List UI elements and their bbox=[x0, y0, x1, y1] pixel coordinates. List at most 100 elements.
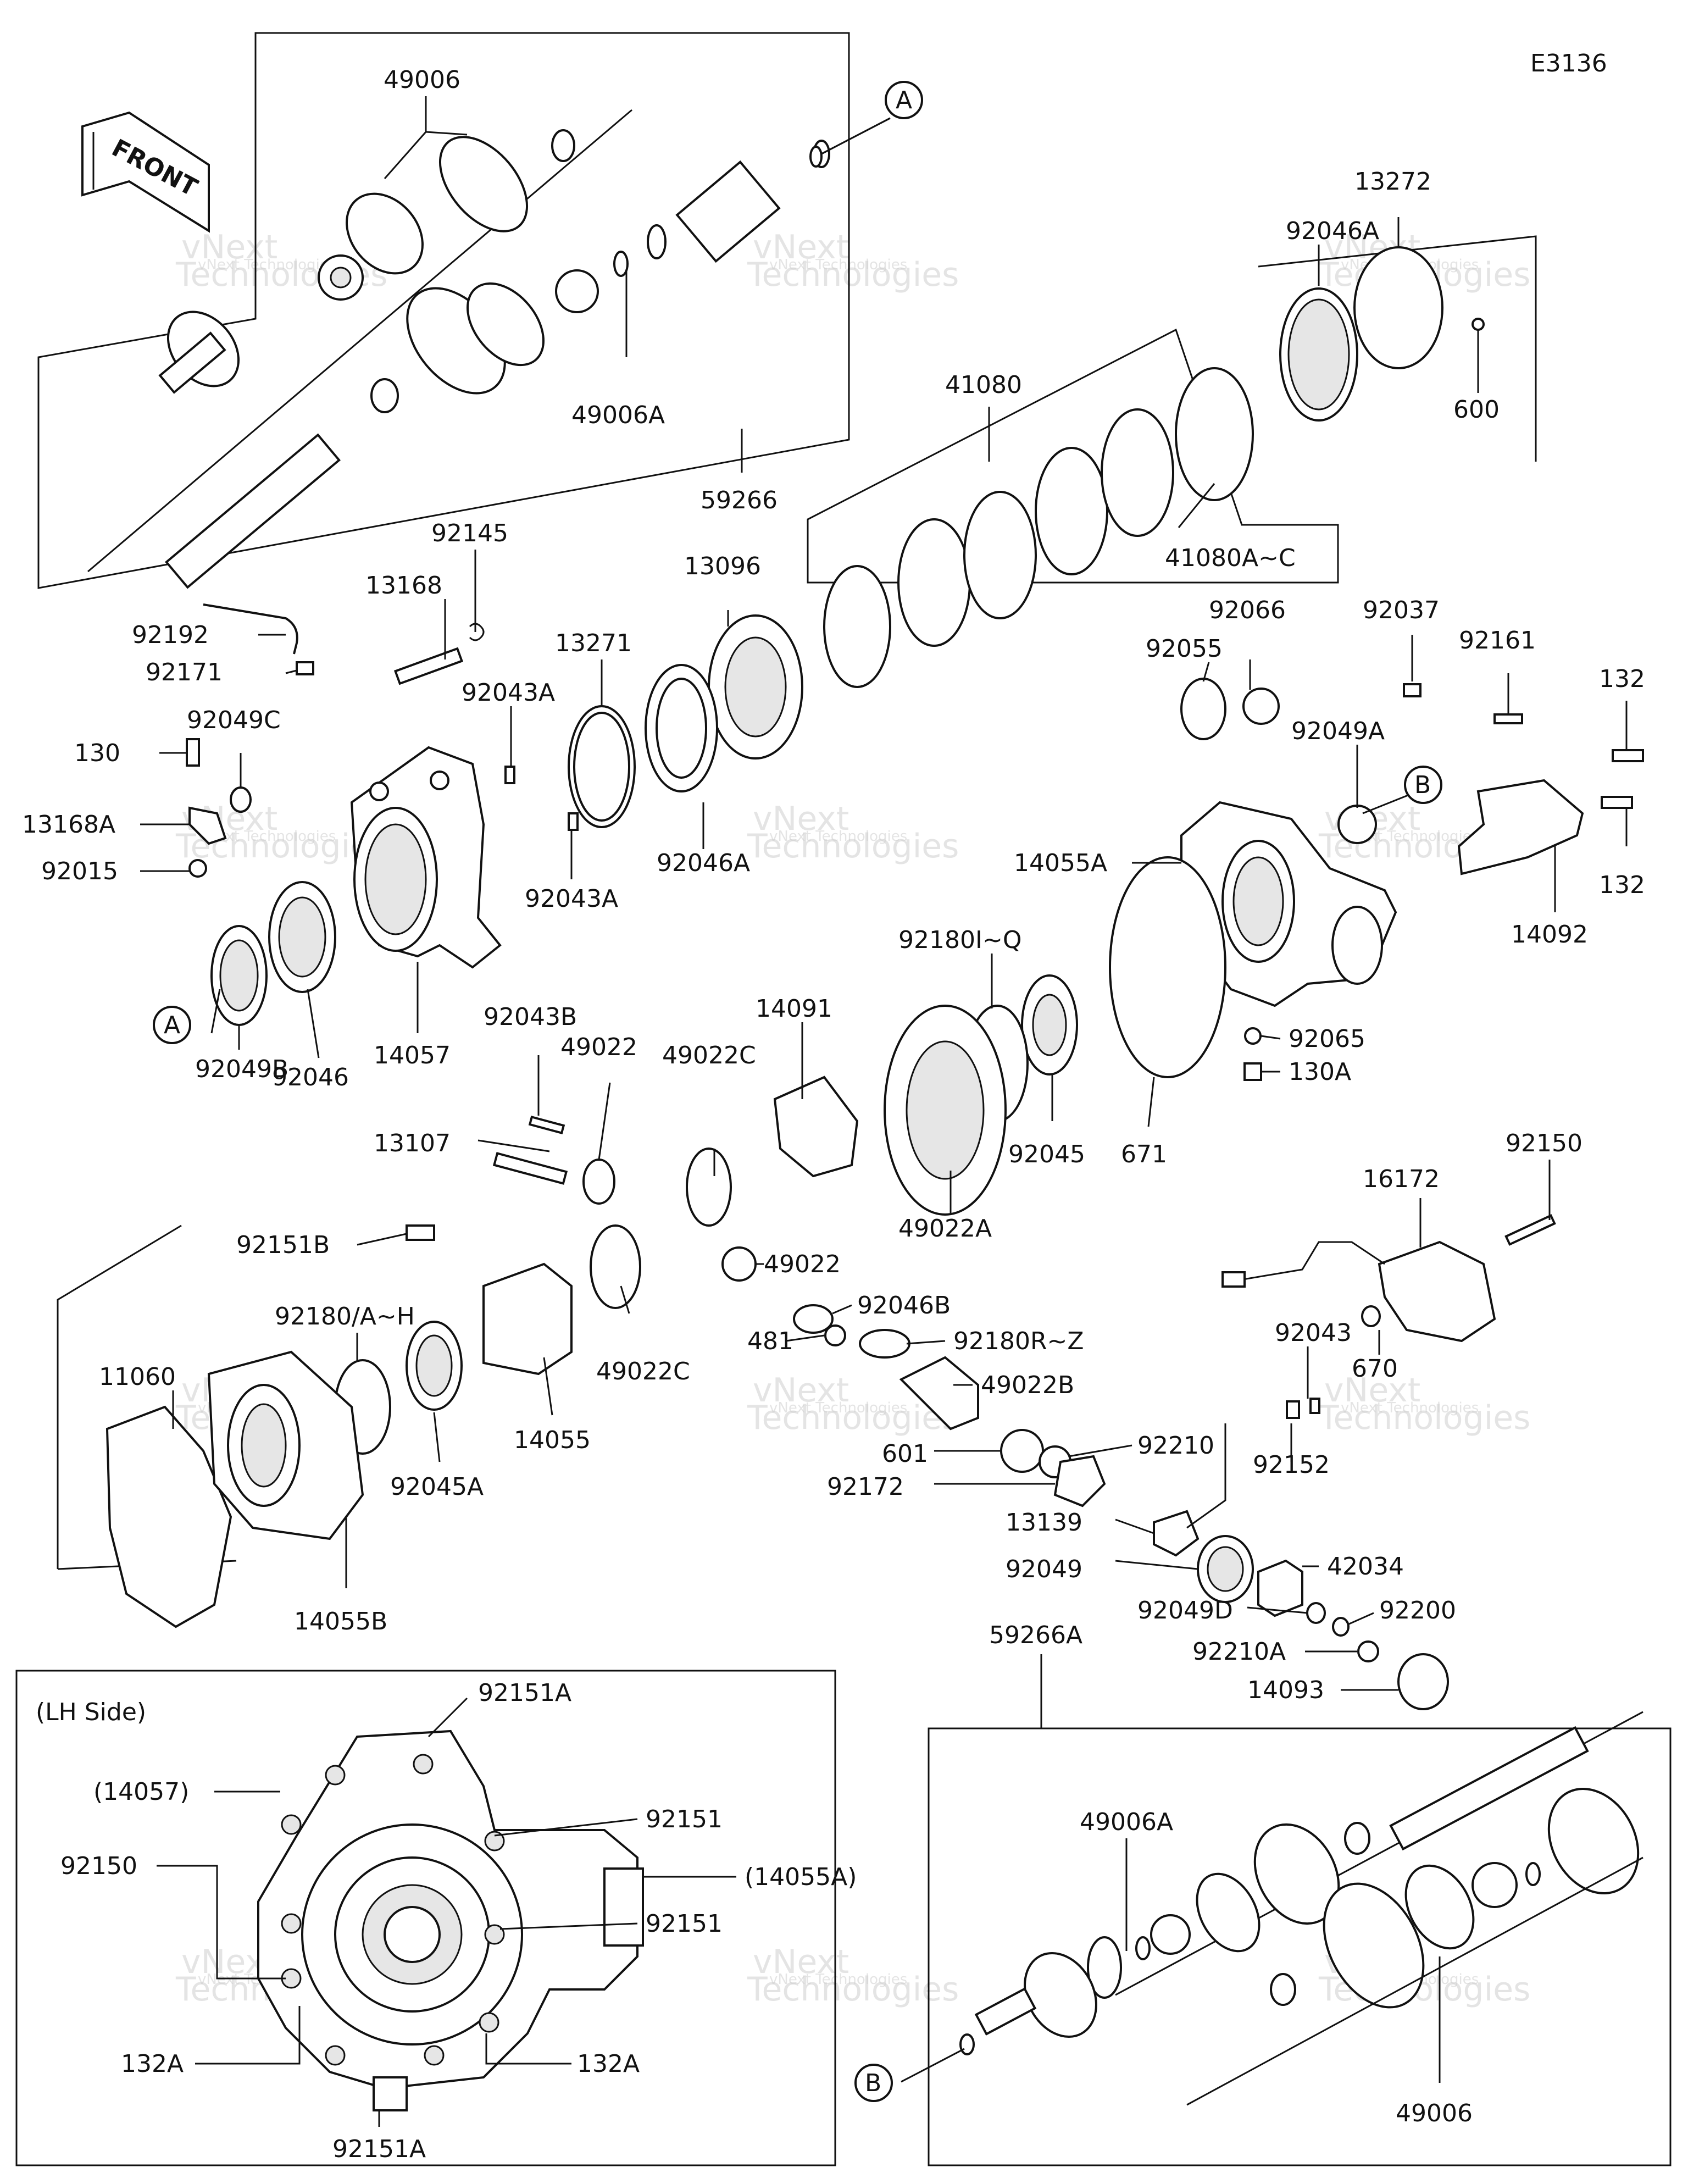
diff-case-14091 bbox=[773, 1076, 859, 1178]
part-label: 49022C bbox=[662, 1041, 756, 1069]
part-label: 671 bbox=[1121, 1140, 1167, 1168]
callout-a-left: A bbox=[153, 1006, 191, 1044]
watermark: Technologies bbox=[747, 256, 959, 294]
watermark: Technologies bbox=[1318, 1399, 1530, 1437]
callout-b-right: B bbox=[1404, 766, 1442, 804]
front-shaft-frame bbox=[37, 32, 850, 589]
leader-lines bbox=[140, 96, 1628, 2127]
part-label: 92151A bbox=[478, 1679, 571, 1707]
part-label: 49022 bbox=[764, 1250, 841, 1278]
part-label: 13096 bbox=[684, 552, 761, 580]
shim-92180R-Z bbox=[859, 1329, 910, 1359]
part-label: 92015 bbox=[41, 857, 118, 885]
part-label: 92180I~Q bbox=[898, 926, 1021, 954]
watermark: vNext bbox=[181, 228, 277, 267]
svg-text:B: B bbox=[1414, 771, 1431, 799]
lever-13168A bbox=[188, 806, 227, 845]
part-label: 132A bbox=[121, 2050, 184, 2078]
svg-text:B: B bbox=[865, 2069, 881, 2097]
part-label: 92065 bbox=[1289, 1025, 1365, 1053]
nut-92172 bbox=[1053, 1455, 1106, 1507]
clutch-housing-inner bbox=[724, 636, 787, 738]
actuator-connector bbox=[1221, 1271, 1246, 1288]
actuator-16172 bbox=[1378, 1240, 1496, 1343]
part-label: 13272 bbox=[1354, 168, 1431, 196]
bearing-ring-inner bbox=[1287, 298, 1350, 411]
bolt-92150 bbox=[1504, 1214, 1556, 1246]
part-label: 92151A bbox=[332, 2135, 426, 2163]
pin-92043 bbox=[1309, 1398, 1320, 1414]
o-ring-671 bbox=[1109, 856, 1226, 1078]
part-label: 14092 bbox=[1511, 921, 1588, 949]
seal-92055 bbox=[1180, 678, 1226, 740]
part-label: 14055B bbox=[294, 1607, 387, 1636]
part-label: 14091 bbox=[756, 995, 832, 1023]
part-label: 130 bbox=[74, 739, 120, 767]
case-14055B-frame bbox=[57, 1224, 182, 1569]
watermark: vNext Technologies bbox=[769, 828, 907, 845]
part-label: 92046A bbox=[657, 849, 750, 877]
part-label: 92180/A~H bbox=[275, 1302, 415, 1331]
part-label: 92049 bbox=[1006, 1555, 1082, 1583]
watermark: vNext Technologies bbox=[769, 1971, 907, 1988]
bolt-130A bbox=[1243, 1062, 1262, 1081]
part-label: 92172 bbox=[827, 1473, 904, 1501]
part-label: 49006 bbox=[1396, 2099, 1473, 2127]
front-direction-arrow: FRONT bbox=[81, 111, 210, 233]
gear-49022C-lower bbox=[590, 1224, 641, 1309]
part-label: 92210A bbox=[1192, 1638, 1286, 1666]
part-label: 92192 bbox=[132, 621, 209, 649]
part-label: 49006A bbox=[1080, 1808, 1173, 1836]
part-label: (14055A) bbox=[745, 1863, 857, 1891]
needle-bearing-inner bbox=[656, 678, 707, 779]
part-label: 92151B bbox=[236, 1231, 330, 1259]
part-label: 59266A bbox=[989, 1621, 1082, 1649]
part-label: 16172 bbox=[1363, 1165, 1440, 1193]
part-label: 92171 bbox=[146, 658, 223, 686]
watermark: vNext Technologies bbox=[769, 1400, 907, 1416]
part-label: 14055A bbox=[1014, 849, 1107, 877]
part-label: 11060 bbox=[99, 1363, 176, 1391]
spring-92145 bbox=[469, 623, 485, 641]
seal-92049C bbox=[230, 786, 252, 813]
cover-14092 bbox=[1457, 779, 1584, 875]
part-label: 92037 bbox=[1363, 596, 1440, 624]
part-label: 49006A bbox=[571, 401, 665, 429]
bearing-92046B bbox=[793, 1304, 834, 1334]
part-label: 14093 bbox=[1247, 1676, 1324, 1704]
pin-92043A bbox=[504, 766, 515, 784]
part-label: 49022B bbox=[981, 1371, 1074, 1399]
part-label: 600 bbox=[1453, 396, 1500, 424]
part-label: 92145 bbox=[431, 519, 508, 547]
part-label: 92046 bbox=[272, 1063, 349, 1091]
part-label: 41080 bbox=[945, 371, 1022, 399]
bearing-601 bbox=[1000, 1429, 1044, 1473]
part-label: 92049A bbox=[1291, 717, 1385, 745]
part-label: 92150 bbox=[60, 1852, 137, 1880]
watermark: vNext bbox=[753, 800, 849, 838]
bearing-92045A-inner bbox=[415, 1334, 453, 1397]
gasket-11060 bbox=[106, 1405, 232, 1628]
bolt-132-b bbox=[1601, 796, 1633, 809]
part-label: 92066 bbox=[1209, 596, 1286, 624]
part-label: 42034 bbox=[1327, 1553, 1404, 1581]
part-label: 92046B bbox=[857, 1291, 951, 1320]
gear-49022-lower bbox=[721, 1246, 757, 1282]
part-label: 92045A bbox=[390, 1473, 484, 1501]
bearing-92046-inner bbox=[278, 896, 326, 978]
ring-481 bbox=[824, 1324, 846, 1346]
part-label: 92151 bbox=[646, 1805, 723, 1833]
part-label: 130A bbox=[1289, 1058, 1351, 1086]
seal-92049-inner bbox=[1207, 1546, 1244, 1592]
shaft-13168 bbox=[393, 647, 464, 685]
diff-case-14055 bbox=[482, 1262, 573, 1376]
ring-gear-49022A-inner bbox=[906, 1040, 985, 1180]
o-ring-670 bbox=[1361, 1305, 1381, 1327]
diagram-code: E3136 bbox=[1530, 49, 1607, 77]
part-label: 92043A bbox=[525, 885, 618, 913]
part-label: 92055 bbox=[1146, 635, 1223, 663]
washer-92200 bbox=[1332, 1617, 1350, 1637]
part-label: 13168A bbox=[22, 811, 115, 839]
